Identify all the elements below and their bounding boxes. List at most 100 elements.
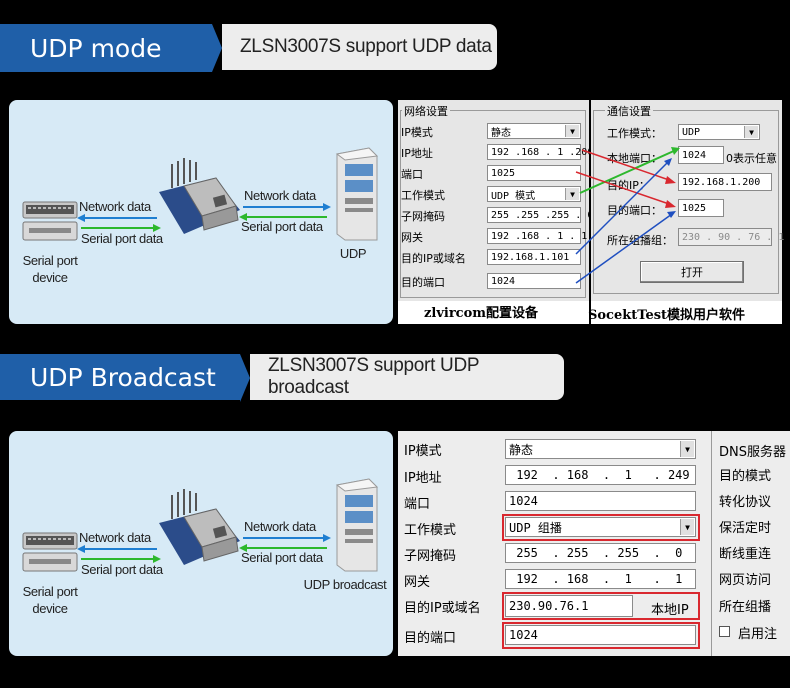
section2-subtitle: ZLSN3007S support UDP broadcast <box>250 354 564 400</box>
work-mode-highlight <box>502 514 700 541</box>
gateway-field[interactable]: 192 . 168 . 1 . 1 <box>505 569 696 589</box>
ip-mode-select[interactable]: 静态▼ <box>505 439 696 459</box>
ip-mode-label: IP模式 <box>404 444 442 459</box>
left-network-data-label: Network data <box>79 530 151 545</box>
multicast-group-label: 所在组播组： <box>607 234 673 247</box>
serial-device-icon <box>22 532 78 572</box>
work-mode-label: 工作模式 <box>404 523 457 538</box>
socket-work-mode-label: 工作模式： <box>607 127 662 140</box>
local-port-field[interactable]: 1024 <box>678 146 724 164</box>
port-field[interactable]: 1024 <box>505 491 696 511</box>
serial-device-icon <box>22 201 78 241</box>
open-button[interactable]: 打开 <box>640 261 744 283</box>
dest-ip-label: 目的IP或域名 <box>404 601 481 616</box>
right-label-reconnect: 断线重连 <box>719 547 772 562</box>
right-label-keepalive: 保活定时 <box>719 521 772 536</box>
local-port-note: 0表示任意 <box>726 152 777 165</box>
ip-address-label: IP地址 <box>404 471 442 486</box>
left-serial-data-label: Serial port data <box>81 562 163 577</box>
right-label-protocol: 转化协议 <box>719 495 772 510</box>
port-field[interactable]: 1025 <box>487 165 581 181</box>
port-label: 端口 <box>401 168 423 181</box>
server-icon <box>335 478 379 572</box>
dest-ip-field[interactable]: 192.168.1.101 <box>487 249 581 265</box>
right-label-dns: DNS服务器 <box>719 445 786 460</box>
chevron-down-icon: ▼ <box>680 519 694 535</box>
section2-title-text: UDP Broadcast <box>30 362 216 392</box>
section2-subtitle-text: ZLSN3007S support UDP broadcast <box>268 355 479 398</box>
socket-dest-port-label: 目的端口： <box>607 204 662 217</box>
socket-dest-ip-label: 目的IP： <box>607 179 650 192</box>
subnet-label: 子网掩码 <box>404 549 457 564</box>
dest-port-field[interactable]: 1024 <box>505 625 696 645</box>
ip-address-field[interactable]: 192 .168 . 1 .200 <box>487 144 593 160</box>
right-network-data-label: Network data <box>244 188 316 203</box>
register-checkbox[interactable] <box>719 626 730 637</box>
section2-diagram: Serial port device Network data Serial p… <box>9 431 393 656</box>
dest-port-label: 目的端口 <box>401 276 445 289</box>
left-serial-data-label: Serial port data <box>81 231 163 246</box>
right-label-web: 网页访问 <box>719 573 772 588</box>
section1-subtitle-text: ZLSN3007S support UDP data <box>240 36 492 57</box>
ip-address-label: IP地址 <box>401 147 433 160</box>
serial-module-icon <box>159 158 240 234</box>
serial-module-icon <box>159 489 240 565</box>
chevron-down-icon: ▼ <box>744 126 758 138</box>
gateway-field[interactable]: 192 .168 . 1 . 1 <box>487 228 587 244</box>
device-config-panel: 网络设置 IP模式 静态▼ IP地址 192 .168 . 1 .200 端口 … <box>398 100 593 324</box>
work-mode-label: 工作模式 <box>401 189 445 202</box>
socket-dest-ip-field[interactable]: 192.168.1.200 <box>678 173 772 191</box>
right-serial-data-label: Serial port data <box>241 550 323 565</box>
right-label-dest-mode: 目的模式 <box>719 469 772 484</box>
ip-mode-label: IP模式 <box>401 126 433 139</box>
local-ip-label: 本地IP <box>651 603 689 618</box>
local-port-label: 本地端口： <box>607 152 662 165</box>
gateway-label: 网关 <box>401 231 423 244</box>
subnet-label: 子网掩码 <box>401 210 445 223</box>
right-serial-data-label: Serial port data <box>241 219 323 234</box>
server-label: UDP broadcast <box>303 577 387 592</box>
dest-ip-field[interactable]: 230.90.76.1 <box>505 595 633 617</box>
sockettest-caption: SocektTest模拟用户软件 <box>588 308 746 323</box>
subnet-field[interactable]: 255 . 255 . 255 . 0 <box>505 543 696 563</box>
right-arrows <box>239 203 331 221</box>
chevron-down-icon: ▼ <box>565 188 579 200</box>
right-label-multicast: 所在组播 <box>719 600 772 615</box>
server-icon <box>335 147 379 241</box>
dest-ip-highlight <box>502 592 700 620</box>
section1-title: UDP mode <box>0 24 222 72</box>
serial-device-label: Serial port device <box>22 253 78 285</box>
socket-work-mode-select[interactable]: UDP▼ <box>678 124 760 140</box>
ip-address-field[interactable]: 192 . 168 . 1 . 249 <box>505 465 696 485</box>
left-arrows <box>77 545 161 563</box>
multicast-group-field[interactable]: 230 . 90 . 76 . 1 <box>678 228 784 246</box>
left-arrows <box>77 214 161 232</box>
comm-settings-title: 通信设置 <box>605 103 653 119</box>
gateway-label: 网关 <box>404 575 431 590</box>
server-label: UDP <box>339 246 367 261</box>
left-network-data-label: Network data <box>79 199 151 214</box>
dest-port-highlight <box>502 622 700 649</box>
dest-port-field[interactable]: 1024 <box>487 273 581 289</box>
section1-diagram: Serial port device Network data Serial p… <box>9 100 393 324</box>
dest-port-label: 目的端口 <box>404 631 457 646</box>
section2-title: UDP Broadcast <box>0 354 250 402</box>
socket-dest-port-field[interactable]: 1025 <box>678 199 724 217</box>
chevron-down-icon: ▼ <box>565 125 579 137</box>
right-arrows <box>239 534 331 552</box>
right-label-register: 启用注 <box>738 627 778 642</box>
subnet-field[interactable]: 255 .255 .255 . 0 <box>487 207 593 223</box>
chevron-down-icon: ▼ <box>680 441 694 457</box>
ip-mode-select[interactable]: 静态▼ <box>487 123 581 139</box>
serial-device-label: Serial port device <box>22 584 78 616</box>
zlvircom-caption: zlvircom配置设备 <box>424 306 539 321</box>
port-label: 端口 <box>404 497 431 512</box>
socket-test-panel: 通信设置 工作模式： UDP▼ 本地端口： 1024 0表示任意 目的IP： 1… <box>588 100 784 324</box>
network-settings-title: 网络设置 <box>402 103 450 119</box>
work-mode-select[interactable]: UDP 模式▼ <box>487 186 581 202</box>
work-mode-select[interactable]: UDP 组播▼ <box>505 517 696 537</box>
right-network-data-label: Network data <box>244 519 316 534</box>
dest-ip-label: 目的IP或域名 <box>401 252 466 265</box>
broadcast-config-panel: IP模式 静态▼ IP地址 192 . 168 . 1 . 249 端口 102… <box>398 431 790 656</box>
section1-title-text: UDP mode <box>30 33 162 63</box>
